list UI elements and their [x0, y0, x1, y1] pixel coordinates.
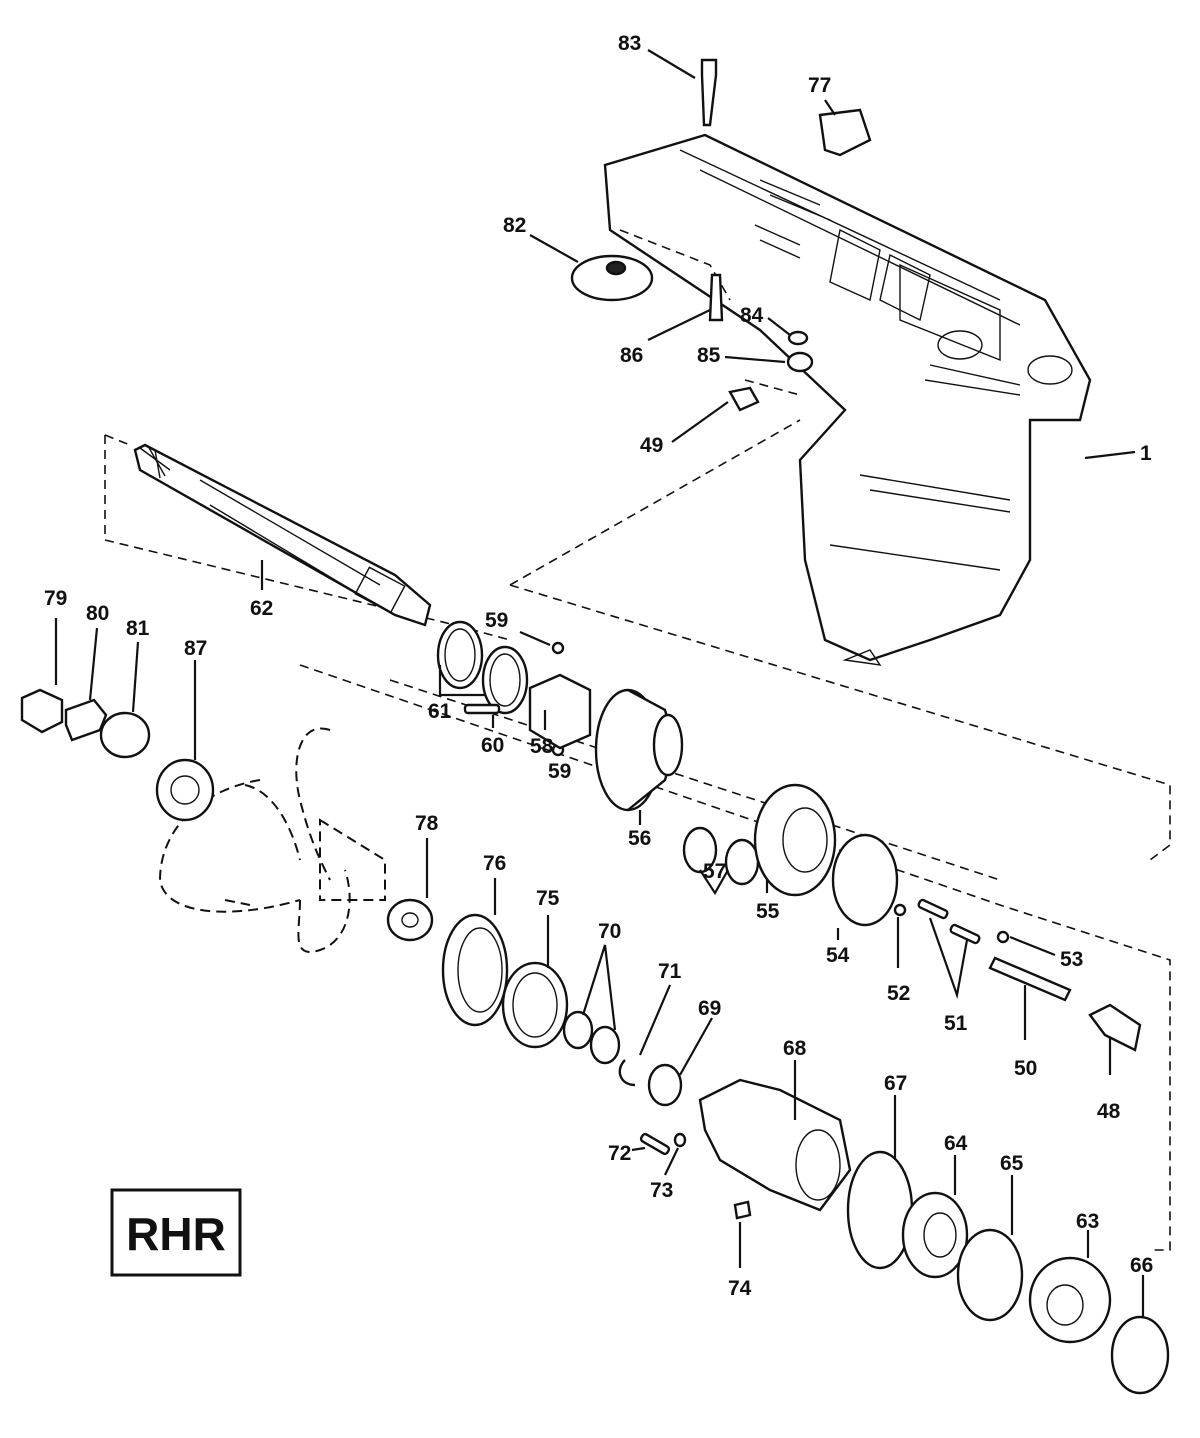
label-79: 79	[44, 587, 67, 610]
label-76: 76	[483, 852, 506, 875]
label-78: 78	[415, 812, 439, 835]
label-64: 64	[944, 1132, 968, 1155]
label-82: 82	[503, 214, 526, 237]
badge-text: RHR	[126, 1208, 226, 1260]
label-56: 56	[628, 827, 651, 850]
small-parts	[20, 58, 1170, 1395]
label-55: 55	[756, 900, 780, 923]
label-70: 70	[598, 920, 621, 943]
label-59: 59	[485, 609, 508, 632]
propeller-shaft-part	[133, 443, 432, 627]
label-85: 85	[697, 344, 721, 367]
label-74: 74	[728, 1277, 752, 1300]
label-75: 75	[536, 887, 560, 910]
label-61: 61	[428, 700, 452, 723]
label-83: 83	[618, 32, 641, 55]
label-1: 1	[1140, 442, 1152, 465]
label-65: 65	[1000, 1152, 1024, 1175]
label-57: 57	[703, 860, 726, 883]
rhr-badge: RHR	[110, 1188, 242, 1277]
label-62: 62	[250, 597, 273, 620]
label-53: 53	[1060, 948, 1083, 971]
label-63: 63	[1076, 1210, 1099, 1233]
label-59b: 59	[548, 760, 571, 783]
label-60: 60	[481, 734, 504, 757]
label-84: 84	[740, 304, 764, 327]
label-51: 51	[944, 1012, 968, 1035]
label-72: 72	[608, 1142, 631, 1165]
label-66: 66	[1130, 1254, 1153, 1277]
label-87: 87	[184, 637, 207, 660]
label-58: 58	[530, 735, 554, 758]
label-73: 73	[650, 1179, 673, 1202]
label-50: 50	[1014, 1057, 1037, 1080]
label-81: 81	[126, 617, 150, 640]
gear-housing-part	[603, 133, 1092, 666]
label-69: 69	[698, 997, 721, 1020]
label-80: 80	[86, 602, 109, 625]
label-77: 77	[808, 74, 831, 97]
label-48: 48	[1097, 1100, 1121, 1123]
label-68: 68	[783, 1037, 807, 1060]
label-54: 54	[826, 944, 850, 967]
leader-lines	[54, 49, 1145, 1318]
label-49: 49	[640, 434, 663, 457]
label-67: 67	[884, 1072, 907, 1095]
label-52: 52	[887, 982, 910, 1005]
part-number-labels: 1 48 49 50 51 52 53 54 55 56 57 58 59 59…	[44, 32, 1153, 1300]
label-86: 86	[620, 344, 643, 367]
label-71: 71	[658, 960, 682, 983]
